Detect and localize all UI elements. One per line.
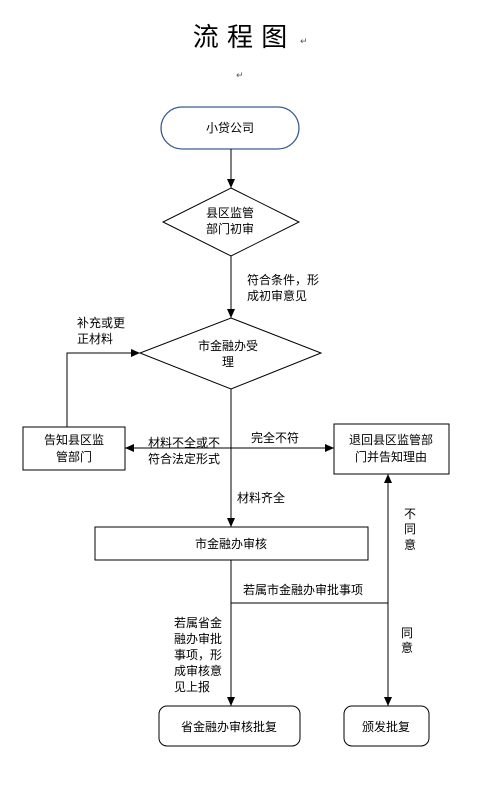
page-title: 流 程 图 (193, 23, 288, 53)
edge-supplement-loop (66, 349, 140, 427)
label-disagree-2: 同 (404, 522, 416, 536)
label-agree-1: 同 (401, 626, 413, 640)
node-notify-county-line1: 告知县区监 (44, 433, 104, 447)
return-mark: ↵ (300, 37, 308, 47)
node-notify-county-line2: 管部门 (56, 449, 92, 464)
node-city-accept-line2: 理 (222, 355, 234, 369)
label-supplement-line1: 补充或更 (77, 315, 125, 330)
label-incomplete-line2: 符合法定形式 (148, 451, 220, 466)
label-incomplete-line1: 材料不全或不 (148, 435, 220, 450)
node-province-reply-label: 省金融办审核批复 (181, 719, 277, 734)
node-province-reply (158, 705, 301, 747)
label-disagree-1: 不 (404, 507, 416, 521)
node-return-county (333, 423, 450, 475)
label-agree-2: 意 (401, 640, 413, 655)
label-disagree-3: 意 (404, 537, 416, 552)
label-province-matter-1: 若属省金 (174, 615, 222, 630)
node-city-accept (138, 317, 323, 390)
return-mark: ↵ (236, 71, 244, 81)
label-meets-conditions-line1: 符合条件，形 (247, 272, 319, 287)
node-issue-reply (343, 705, 430, 747)
node-issue-reply-label: 颁发批复 (362, 719, 410, 734)
label-province-matter-2: 融办审批 (174, 631, 222, 646)
node-city-review-label: 市金融办审核 (195, 536, 267, 551)
node-xiaodai-company (160, 106, 300, 150)
label-province-matter-3: 事项，形 (174, 648, 222, 662)
label-meets-conditions-line2: 成初审意见 (247, 288, 307, 303)
label-complete: 材料齐全 (237, 490, 285, 505)
label-province-matter-4: 成审核意 (174, 663, 222, 678)
label-supplement-line2: 正材料 (77, 332, 113, 346)
node-city-accept-line1: 市金融办受 (198, 338, 258, 353)
node-xiaodai-label: 小贷公司 (206, 121, 254, 135)
label-city-matter: 若属市金融办审批事项 (243, 582, 363, 597)
node-county-review-line1: 县区监管 (206, 205, 254, 220)
label-province-matter-5: 见上报 (174, 679, 210, 694)
label-not-compliant: 完全不符 (251, 430, 299, 445)
node-return-county-line1: 退回县区监管部 (349, 432, 433, 447)
node-city-review (94, 526, 369, 561)
node-county-review-line2: 部门初审 (206, 221, 254, 236)
node-return-county-line2: 门并告知理由 (355, 449, 427, 464)
